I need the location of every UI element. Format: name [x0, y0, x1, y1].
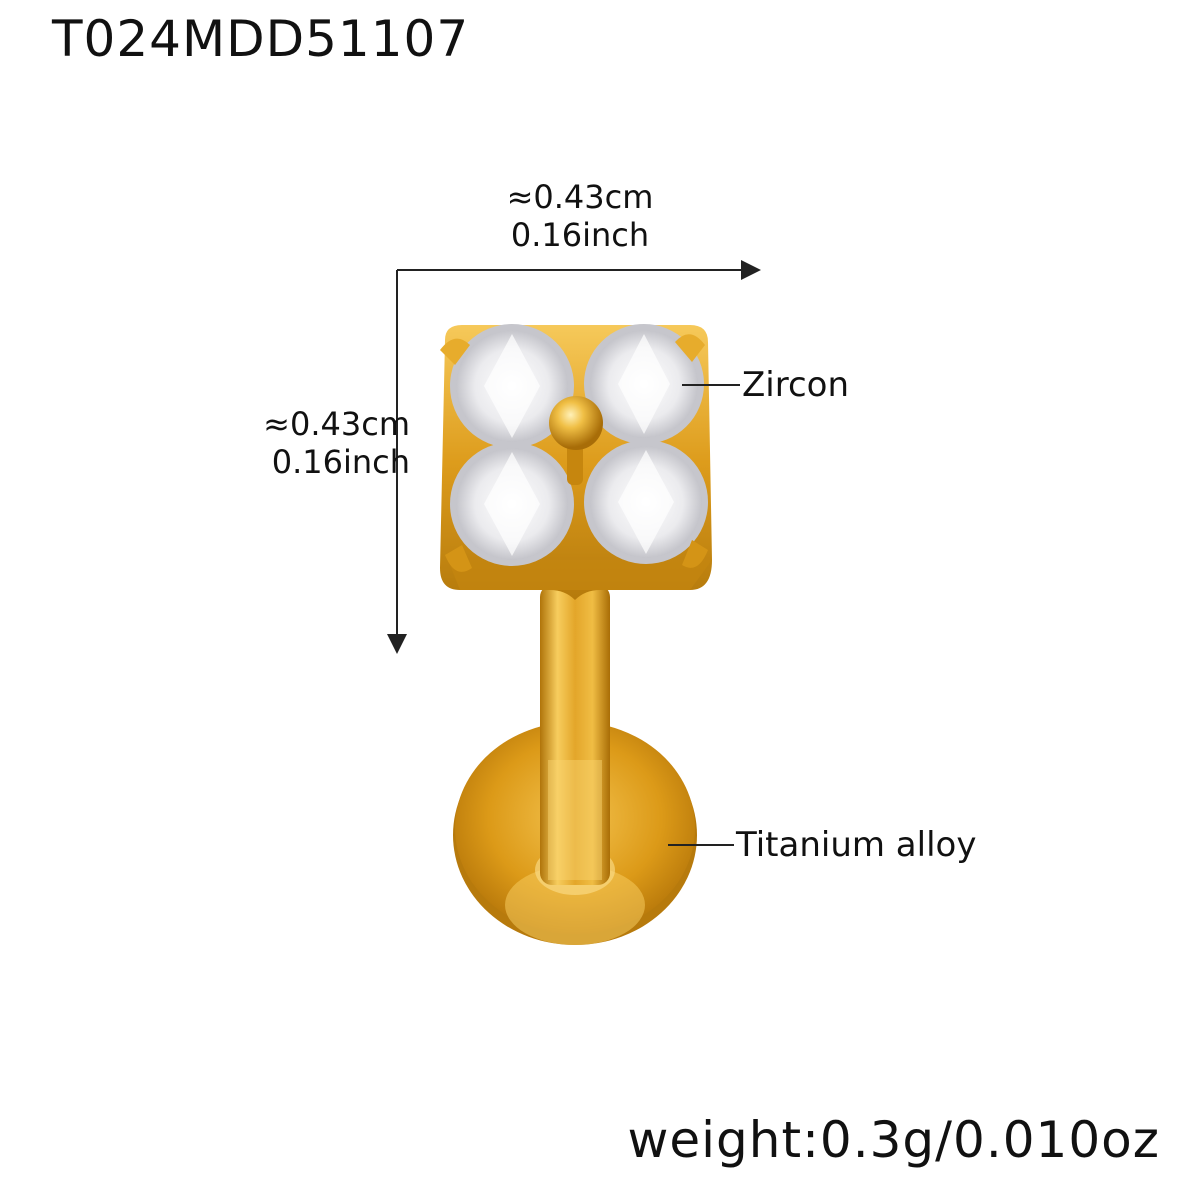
zircon-stone-top-left — [450, 324, 574, 448]
zircon-label: Zircon — [742, 365, 850, 405]
height-measurement: ≈0.43cm 0.16inch — [190, 405, 410, 481]
center-bead — [549, 396, 603, 485]
width-measurement: ≈0.43cm 0.16inch — [440, 178, 720, 254]
zircon-stone-top-right — [584, 324, 704, 444]
prongs — [440, 334, 708, 572]
zircon-stone-bottom-left — [450, 442, 574, 566]
weight-label: weight:0.3g/0.010oz — [627, 1111, 1160, 1169]
width-cm: ≈0.43cm — [506, 178, 654, 216]
post-shaft — [540, 585, 610, 885]
width-inch: 0.16inch — [510, 216, 650, 254]
product-sku: T024MDD51107 — [52, 10, 470, 68]
height-cm: ≈0.43cm — [263, 405, 410, 443]
zircon-stone-bottom-right — [584, 440, 708, 564]
material-label: Titanium alloy — [736, 825, 977, 865]
height-inch: 0.16inch — [271, 443, 410, 481]
